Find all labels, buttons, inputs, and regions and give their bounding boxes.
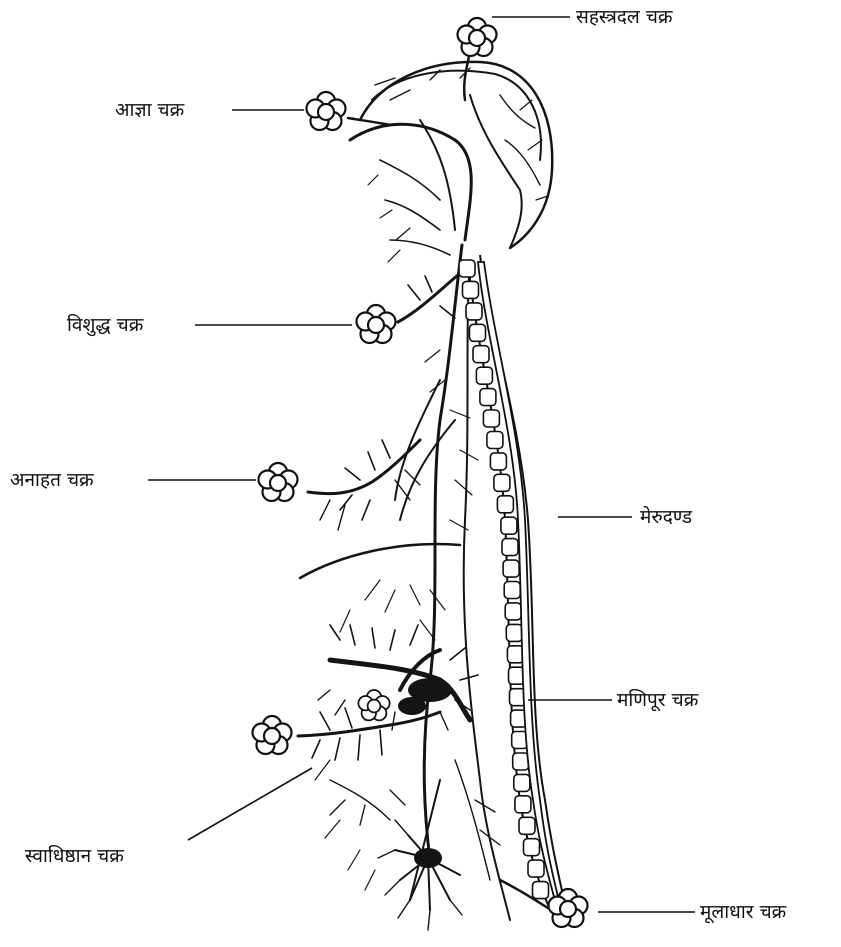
vertebra xyxy=(513,753,529,770)
label-muladhar: मूलाधार चक्र xyxy=(700,901,787,924)
label-ajna: आज्ञा चक्र xyxy=(115,99,185,121)
vertebra xyxy=(459,260,475,277)
vertebra xyxy=(504,582,520,599)
vertebra xyxy=(501,517,517,534)
chakra-flower-icon-svadhishthan xyxy=(253,716,292,754)
vertebra xyxy=(515,796,531,813)
vertebra xyxy=(503,560,519,577)
chakra-flower-icon-anahata xyxy=(259,463,298,501)
vertebra xyxy=(514,774,530,791)
vertebra xyxy=(476,367,492,384)
vertebra xyxy=(463,281,479,298)
chakra-flower-icon-sahasradal xyxy=(458,18,497,56)
brain-nerves xyxy=(348,50,552,262)
label-merudand: मेरुदण्ड xyxy=(640,505,693,528)
vertebra xyxy=(487,432,503,449)
vertebra xyxy=(524,839,540,856)
label-svadhishthan: स्वाधिष्ठान चक्र xyxy=(25,844,124,867)
vertebra xyxy=(506,624,522,641)
vertebra xyxy=(533,882,549,899)
vertebra xyxy=(507,646,523,663)
vertebra xyxy=(505,603,521,620)
vertebra xyxy=(494,474,510,491)
chakra-flower-icon-manipur xyxy=(358,690,389,720)
vertebra xyxy=(528,860,544,877)
vertebra xyxy=(470,324,486,341)
chakra-flower-icon-vishuddha xyxy=(357,305,396,343)
vertebra xyxy=(473,346,489,363)
leader-lines xyxy=(148,17,695,912)
vertebra xyxy=(519,817,535,834)
vertebra xyxy=(497,496,513,513)
vertebra xyxy=(480,389,496,406)
vertebra xyxy=(490,453,506,470)
label-anahata: अनाहत चक्र xyxy=(10,469,94,491)
label-sahasradal: सहस्त्रदल चक्र xyxy=(576,6,673,28)
vertebra xyxy=(502,539,518,556)
label-manipur: मणिपूर चक्र xyxy=(617,688,699,712)
vertebra xyxy=(483,410,499,427)
spine xyxy=(459,255,565,905)
chakra-flower-icon-ajna xyxy=(307,92,346,130)
vertebra xyxy=(466,303,482,320)
label-vishuddha: विशुद्ध चक्र xyxy=(67,313,144,337)
